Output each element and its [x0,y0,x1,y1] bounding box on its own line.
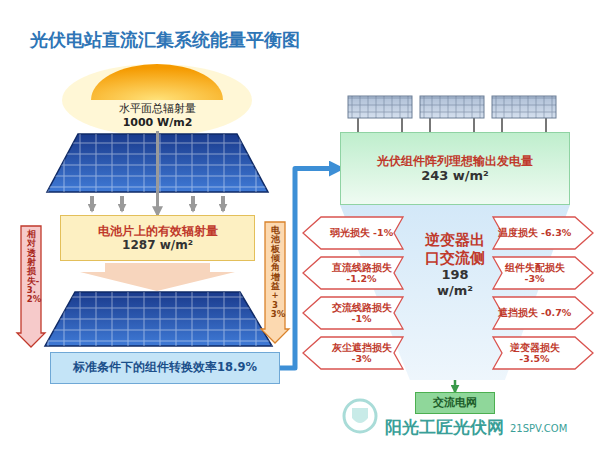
irradiance-arrows-part [221,196,225,211]
flow-connector [156,131,159,215]
irradiance-label: 水平面总辐射量1000 W/m2 [100,100,215,131]
node-text: 电池片上的有效辐射量 [98,224,218,238]
node-text: 弱光损失 -1% [330,227,393,238]
grid-box: 交流电网 [415,392,495,414]
panel-array-part [420,96,484,118]
gain-callout-shape [261,222,289,343]
node-text: 标准条件下的组件转换效率18.9% [73,361,257,375]
title: 光伏电站直流汇集系统能量平衡图 [30,28,300,52]
watermark-logo [344,400,376,432]
solar-panel-part [45,292,272,346]
watermark-logo-part [352,408,368,423]
panel-array-part [473,118,475,132]
panel-array-part [492,96,556,118]
node-value: 243 w/m² [421,168,489,184]
loss-arrow-shape [493,337,593,369]
node-text: 光伏组件阵列理想输出发电量 [377,154,533,168]
sun-part [62,64,252,136]
loss-arrow-shape [493,297,593,329]
loss-arrow-shape [303,297,403,329]
loss-callout-shape [17,226,45,347]
loss-arrow-shape [303,217,403,249]
node-text: 相对透射损失-3.2% [27,230,36,305]
loss-arrow: 交流线路损失 -1% [302,295,404,331]
node-value: 1287 w/m² [122,238,193,252]
ideal-output-band: 光伏组件阵列理想输出发电量243 w/m² [340,132,570,205]
radiation-box: 电池片上的有效辐射量1287 w/m² [60,215,255,261]
watermark-logo-part [344,400,376,432]
node-text: 遮挡损失 -0.7% [498,307,572,318]
loss-arrow-shape [303,257,403,289]
node-value: 1000 W/m2 [123,116,193,129]
watermark: 阳光工匠光伏网 [385,416,504,439]
irradiance-arrows-part [120,196,124,211]
efficiency-box: 标准条件下的组件转换效率18.9% [50,352,280,384]
node-text: 电池板倾角增益+33% [271,226,280,319]
flow-arrow [80,263,235,291]
panel-array-part [401,118,403,132]
node-text: 直流线路损失 -1.2% [323,262,400,285]
loss-arrow-shape [493,257,593,289]
irradiance-arrows-part [191,196,195,211]
loss-arrow: 组件失配损失 -3% [492,255,594,291]
loss-arrow: 灰尘遮挡损失 -3% [302,335,404,371]
loss-arrow-shape [303,337,403,369]
panel-array [348,96,556,132]
irradiance-arrows-part [90,196,94,211]
solar-panel [45,292,272,346]
loss-arrow: 弱光损失 -1% [302,215,404,251]
panel-array-part [545,118,547,132]
node-text: 温度损失 -6.3% [498,227,572,238]
loss-arrow: 直流线路损失 -1.2% [302,255,404,291]
flow-connector [454,380,457,392]
node-text: 灰尘遮挡损失 -3% [323,342,400,365]
node-text: 水平面总辐射量 [119,102,196,115]
node-text: 交流线路损失 -1% [323,302,400,325]
panel-array-part [348,96,412,118]
node-text: 交流电网 [433,396,477,409]
panel-array-part [357,118,359,132]
panel-array-part [492,96,556,118]
panel-array-part [429,118,431,132]
watermark-url: 21SPV.COM [510,423,567,434]
loss-arrow: 温度损失 -6.3% [492,215,594,251]
loss-callout: 相对透射损失-3.2% [18,226,44,347]
sun [62,64,252,136]
gain-callout: 电池板倾角增益+33% [262,222,288,343]
panel-array-part [348,96,412,118]
panel-array-part [501,118,503,132]
panel-array-part [420,96,484,118]
node-text: 组件失配损失 -3% [496,262,573,285]
node-text: 逆变器损失 -3.5% [496,342,573,365]
node-text: 逆变器出口交流侧 [423,231,487,267]
loss-arrow: 遮挡损失 -0.7% [492,295,594,331]
sun-part [91,64,223,100]
loss-arrow-shape [493,217,593,249]
node-value: 198 w/m² [423,267,487,298]
solar-panel-part [45,292,272,346]
loss-arrow: 逆变器损失 -3.5% [492,335,594,371]
